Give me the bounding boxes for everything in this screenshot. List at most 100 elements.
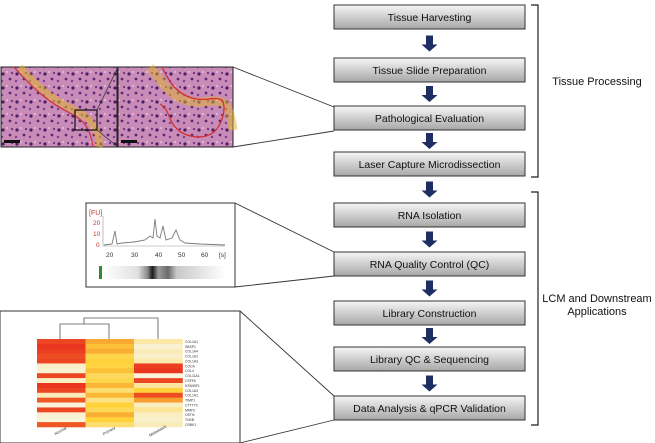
- workflow-step-box: [333, 151, 526, 177]
- heatmap-cell: [37, 383, 86, 389]
- heatmap-gene-label: COL11A1: [185, 374, 200, 378]
- heatmap-gene-label: COL1A3: [185, 359, 198, 363]
- workflow-step-box: [333, 300, 526, 326]
- dendrogram-branch-upper: [59, 323, 110, 339]
- heatmap-cell: [85, 363, 135, 369]
- workflow-step: Library QC & Sequencing: [333, 346, 526, 372]
- heatmap-cell: [37, 378, 86, 384]
- heatmap-cell: [85, 397, 135, 403]
- heatmap-cell: [134, 387, 183, 394]
- dendrogram-branch-root: [83, 317, 159, 339]
- heatmap-cell: [85, 417, 135, 423]
- callout-tissue-top: [232, 66, 335, 108]
- heatmap-cell: [134, 363, 183, 369]
- heatmap-gene-label: TNXB: [185, 418, 195, 422]
- heatmap-cell: [37, 373, 86, 379]
- heatmap-cell: [134, 339, 183, 345]
- bracket-tissue-processing: [531, 4, 539, 178]
- flow-arrow-icon: [421, 280, 438, 297]
- heatmap-gene-label: SBSP1: [185, 345, 196, 349]
- heatmap-column-label: Normal: [54, 425, 68, 436]
- heatmap-cell: [134, 402, 183, 408]
- workflow-step-box: [333, 202, 526, 228]
- callout-rna-top: [234, 202, 335, 253]
- workflow-step-box: [333, 251, 526, 277]
- workflow-arrows: [421, 35, 438, 392]
- x-tick-50: 50: [178, 252, 186, 259]
- heatmap-cell: [85, 339, 135, 345]
- group-label-lcm-line1: LCM and Downstream: [542, 293, 651, 305]
- heatmap-cell: [85, 422, 135, 428]
- heatmap-cell: [134, 343, 183, 350]
- heatmap-cell: [134, 373, 183, 379]
- workflow-step-box: [333, 346, 526, 372]
- zoomed-region-outline: [146, 64, 238, 131]
- workflow-step-box: [333, 57, 526, 83]
- heatmap-gene-label: OSTN: [185, 413, 195, 417]
- heatmap-cell: [85, 368, 135, 374]
- heatmap-cell: [85, 407, 135, 413]
- y-tick-0: 0: [96, 242, 100, 249]
- x-unit-label: [s]: [219, 252, 226, 259]
- heatmap-cell: [134, 397, 183, 403]
- electropherogram-panel: [FU] 20 10 0 20 30 40 50 60 [s]: [85, 202, 236, 288]
- heatmap-cell: [85, 402, 135, 408]
- workflow-step-box: [333, 105, 526, 131]
- heatmap-cell: [134, 407, 183, 413]
- heatmap-cell: [134, 358, 183, 364]
- ladder-marker: [99, 266, 102, 279]
- heatmap-cell: [134, 422, 183, 428]
- flow-arrow-icon: [421, 35, 438, 52]
- heatmap-cell: [37, 343, 86, 350]
- heatmap-cell: [37, 387, 86, 394]
- heatmap-cell: [37, 353, 86, 359]
- heatmap-cell: [85, 383, 135, 389]
- heatmap-cells: [37, 339, 183, 428]
- flow-arrow-icon: [421, 181, 438, 198]
- heatmap-cell: [134, 392, 183, 398]
- heatmap-gene-label: TIMP1: [185, 399, 195, 403]
- workflow-step-label: Pathological Evaluation: [375, 113, 484, 125]
- heatmap-gene-label: NTAN9F1: [185, 384, 200, 388]
- workflow-step-box: [333, 395, 526, 421]
- x-tick-60: 60: [201, 252, 209, 259]
- gel-band-strip: [104, 266, 225, 279]
- flow-arrow-icon: [421, 328, 438, 344]
- workflow-step: RNA Quality Control (QC): [333, 251, 526, 277]
- y-unit-label: [FU]: [89, 210, 102, 217]
- heatmap-cell: [37, 339, 86, 345]
- flow-arrow-icon: [421, 375, 438, 392]
- heatmap-cell: [37, 402, 86, 408]
- workflow-step-label: RNA Quality Control (QC): [370, 259, 490, 271]
- workflow-step: Library Construction: [333, 300, 526, 326]
- workflow-step-label: Data Analysis & qPCR Validation: [353, 403, 506, 415]
- y-tick-10: 10: [93, 231, 101, 238]
- heatmap-cell: [134, 378, 183, 384]
- heatmap-gene-label: COL4: [185, 369, 194, 373]
- heatmap-cell: [85, 378, 135, 384]
- x-tick-30: 30: [131, 252, 139, 259]
- heatmap-gene-label: COL1A1: [185, 340, 198, 344]
- heatmap-cell: [85, 373, 135, 379]
- heatmap-cell: [37, 392, 86, 398]
- heatmap-gene-label: COL1A1: [185, 394, 198, 398]
- y-tick-20: 20: [93, 220, 101, 227]
- heatmap-cell: [85, 348, 135, 354]
- workflow-step-label: Tissue Slide Preparation: [372, 65, 486, 77]
- electropherogram-trace: [103, 218, 226, 246]
- heatmap-cell: [134, 412, 183, 418]
- heatmap-cell: [37, 417, 86, 423]
- heatmap-column-label: Primary: [102, 425, 116, 436]
- workflow-step: RNA Isolation: [333, 202, 526, 228]
- tissue-region-outline: [17, 64, 103, 148]
- heatmap-cell: [37, 348, 86, 354]
- x-tick-20: 20: [106, 252, 114, 259]
- heatmap-cell: [134, 417, 183, 423]
- bracket-lcm-downstream: [531, 191, 539, 426]
- zoomed-scale-bar: [121, 140, 137, 143]
- zoom-connector-top: [96, 66, 119, 111]
- heatmap-gene-labels: COL1A1SBSP1COL1A4COL1A1COL1A3COCACOL4COL…: [185, 340, 200, 427]
- zoom-region-marker: [74, 109, 98, 131]
- heatmap-cell: [85, 387, 135, 394]
